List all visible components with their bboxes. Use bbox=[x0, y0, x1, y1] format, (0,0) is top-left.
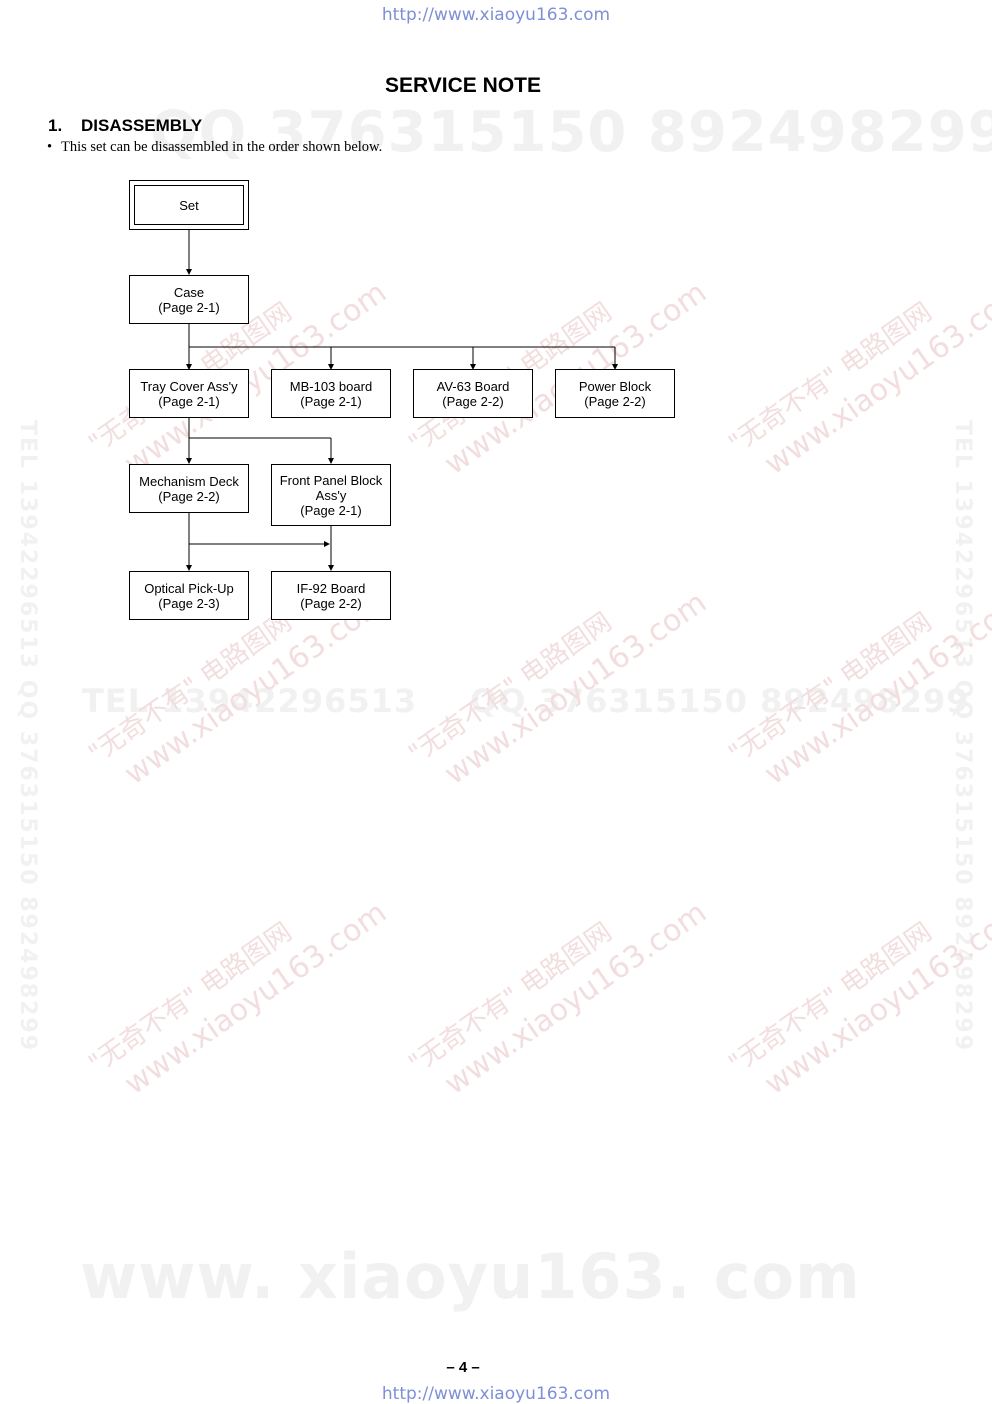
front-panel-label-2: Ass'y bbox=[315, 487, 347, 503]
bullet: • bbox=[47, 139, 53, 155]
front-panel-box: Front Panel Block Ass'y (Page 2-1) bbox=[271, 464, 391, 526]
mechanism-deck-page: (Page 2-2) bbox=[158, 488, 220, 504]
footer-url-link[interactable]: http://www.xiaoyu163.com bbox=[381, 1384, 611, 1404]
section-title: DISASSEMBLY bbox=[81, 116, 203, 135]
page-title: SERVICE NOTE bbox=[385, 74, 541, 97]
set-label: Set bbox=[179, 197, 199, 213]
if-board-label: IF-92 Board bbox=[296, 580, 366, 596]
if-board-box: IF-92 Board (Page 2-2) bbox=[271, 571, 391, 620]
power-block-box: Power Block (Page 2-2) bbox=[555, 369, 675, 418]
set-box: Set bbox=[129, 180, 249, 230]
mechanism-deck-label: Mechanism Deck bbox=[139, 473, 239, 489]
mb-board-box: MB-103 board (Page 2-1) bbox=[271, 369, 391, 418]
case-label: Case bbox=[173, 284, 205, 300]
note-text: This set can be disassembled in the orde… bbox=[61, 139, 383, 155]
av-board-box: AV-63 Board (Page 2-2) bbox=[413, 369, 533, 418]
power-block-label: Power Block bbox=[578, 378, 652, 394]
case-page: (Page 2-1) bbox=[158, 299, 220, 315]
av-board-label: AV-63 Board bbox=[436, 378, 510, 394]
mb-board-page: (Page 2-1) bbox=[300, 393, 362, 409]
optical-pickup-box: Optical Pick-Up (Page 2-3) bbox=[129, 571, 249, 620]
optical-pickup-label: Optical Pick-Up bbox=[144, 580, 234, 596]
if-board-page: (Page 2-2) bbox=[300, 595, 362, 611]
section-number: 1. bbox=[48, 116, 63, 135]
tray-cover-page: (Page 2-1) bbox=[158, 393, 220, 409]
optical-pickup-page: (Page 2-3) bbox=[158, 595, 220, 611]
tray-cover-box: Tray Cover Ass'y (Page 2-1) bbox=[129, 369, 249, 418]
disassembly-flowchart bbox=[186, 229, 618, 571]
disassembly-note: • This set can be disassembled in the ord… bbox=[47, 139, 382, 156]
page-number: – 4 – bbox=[446, 1359, 480, 1376]
front-panel-label: Front Panel Block bbox=[279, 472, 383, 488]
power-block-page: (Page 2-2) bbox=[584, 393, 646, 409]
tray-cover-label: Tray Cover Ass'y bbox=[140, 378, 238, 394]
av-board-page: (Page 2-2) bbox=[442, 393, 504, 409]
watermark-site-big: www. xiaoyu163. com bbox=[80, 1240, 861, 1313]
mb-board-label: MB-103 board bbox=[289, 378, 373, 394]
mechanism-deck-box: Mechanism Deck (Page 2-2) bbox=[129, 464, 249, 513]
case-box: Case (Page 2-1) bbox=[129, 275, 249, 324]
front-panel-page: (Page 2-1) bbox=[300, 502, 362, 518]
section-heading: 1. DISASSEMBLY bbox=[48, 116, 202, 136]
header-url-link[interactable]: http://www.xiaoyu163.com bbox=[381, 5, 611, 25]
